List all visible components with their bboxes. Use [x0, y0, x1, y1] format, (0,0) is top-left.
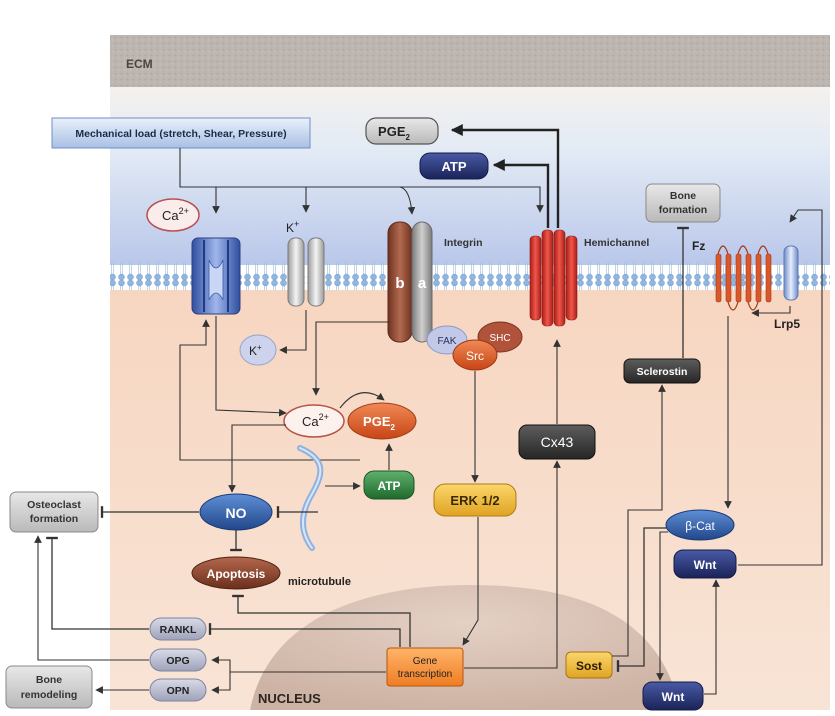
atp-intracellular	[363, 470, 415, 500]
opg-pill	[149, 648, 207, 672]
hemichannel-label: Hemichannel	[584, 237, 649, 249]
opg-to-osteoclast-arrow	[34, 535, 149, 661]
pge2-extracellular-label: PGE2	[378, 124, 410, 142]
ca-inside-bubble	[283, 404, 345, 438]
pge2-extracellular	[365, 117, 439, 145]
no-label: NO	[226, 505, 247, 521]
integrin-b-label: b	[395, 275, 404, 292]
integrin: b a	[387, 221, 433, 343]
mechanical-load-label: Mechanical load (stretch, Shear, Pressur…	[75, 128, 286, 140]
osteoclast-formation-label-2: formation	[30, 513, 78, 525]
fz-label: Fz	[692, 239, 705, 253]
bone-formation-label-2: formation	[659, 204, 707, 216]
hemichannel	[529, 229, 578, 327]
bone-formation-box	[645, 183, 721, 223]
sost-box	[565, 651, 613, 679]
bone-remodeling-label-1: Bone	[36, 674, 62, 686]
pge2-intracellular-label: PGE2	[363, 414, 395, 432]
cx43-label: Cx43	[541, 434, 574, 450]
calcium-channel	[191, 237, 241, 315]
pge2-intracellular	[347, 402, 417, 440]
apoptosis	[191, 556, 281, 590]
k-channel-label: K+	[286, 219, 299, 235]
k-inside-label: K+	[249, 343, 262, 358]
rankl-label: RANKL	[160, 624, 197, 636]
wnt-intracellular-label: Wnt	[694, 558, 717, 572]
gene-inhibits-rankl	[208, 623, 401, 647]
rankl-to-osteoclast-line	[46, 536, 149, 630]
integrin-to-ca-arrow	[312, 321, 390, 396]
apoptosis-label: Apoptosis	[207, 567, 266, 581]
wnt-intracellular	[673, 549, 737, 579]
lrp5-receptor	[783, 245, 799, 301]
ca-to-no-arrow	[228, 424, 286, 493]
erk-label: ERK 1/2	[450, 493, 499, 508]
integrin-a-label: a	[418, 275, 427, 292]
rankl-pill	[149, 617, 207, 641]
nucleus-label: NUCLEUS	[258, 691, 321, 706]
ecm-layer	[110, 35, 830, 87]
osteoclast-formation-box	[9, 491, 99, 533]
betacat-to-wnt-nucleus-arrow	[656, 531, 668, 681]
atp-feedback-loop	[179, 319, 360, 461]
bone-formation-label-1: Bone	[670, 190, 696, 202]
sost-to-sclerostin-arrow	[612, 384, 666, 657]
ca-outside-label: Ca2+	[162, 206, 189, 223]
sost-label: Sost	[576, 659, 602, 673]
beta-catenin-label: β-Cat	[685, 519, 715, 533]
potassium-channel	[287, 237, 325, 307]
mechanical-load-arrows	[179, 148, 544, 215]
mechanical-load-box	[51, 117, 311, 149]
ca-to-pge2-arrow	[339, 392, 385, 409]
ca-outside-bubble	[146, 198, 200, 232]
nucleus	[250, 585, 680, 710]
opg-label: OPG	[166, 655, 189, 667]
atp-extracellular	[419, 152, 489, 180]
ca-inside-label: Ca2+	[302, 412, 329, 429]
wnt-lrp5-loop	[738, 209, 823, 566]
beta-catenin	[665, 509, 735, 541]
erk-box	[433, 483, 517, 517]
atp-extracellular-label: ATP	[441, 159, 466, 174]
wnt-nucleus-label: Wnt	[662, 690, 685, 704]
atp-intracellular-label: ATP	[377, 479, 400, 493]
gene-inhibits-apoptosis	[232, 594, 411, 647]
bone-remodeling-label-2: remodeling	[21, 689, 78, 701]
fak-label: FAK	[438, 336, 457, 347]
erk-to-gene-arrow	[462, 517, 479, 646]
opn-pill	[149, 678, 207, 702]
opn-label: OPN	[167, 685, 190, 697]
shc-label: SHC	[489, 333, 510, 344]
wnt-nucleus	[642, 681, 704, 711]
gene-transcription-label-2: transcription	[398, 669, 452, 680]
ecm-label: ECM	[126, 57, 153, 71]
microtubule-label: microtubule	[288, 576, 351, 588]
src-label: Src	[466, 349, 484, 363]
betacat-inhibits-sost	[616, 527, 667, 672]
sclerostin-label: Sclerostin	[637, 366, 688, 378]
hemichannel-release-arrows	[450, 124, 560, 228]
cx43-box	[518, 424, 596, 460]
lrp5-label: Lrp5	[774, 317, 800, 331]
fz-loops	[717, 245, 769, 311]
wnt-nucleus-to-wnt-arrow	[704, 579, 720, 695]
ca-influx-arrow	[215, 316, 287, 417]
microtubule-highlight	[299, 447, 322, 549]
integrin-label: Integrin	[444, 237, 483, 249]
lrp5-arrow	[751, 306, 791, 317]
frizzled-receptor	[715, 253, 772, 303]
gene-to-cx43-arrow	[464, 460, 561, 669]
k-inside-bubble	[239, 334, 277, 366]
gene-to-opg-arrow	[211, 656, 386, 673]
gene-to-opn-arrow	[211, 672, 231, 694]
osteoclast-formation-label-1: Osteoclast	[27, 499, 81, 511]
src-protein	[452, 339, 498, 371]
gene-transcription-label-1: Gene	[413, 656, 438, 667]
gene-transcription-box	[386, 647, 464, 687]
k-efflux-arrow	[279, 310, 307, 354]
bone-remodeling-box	[5, 665, 93, 709]
sclerostin-box	[623, 358, 701, 384]
